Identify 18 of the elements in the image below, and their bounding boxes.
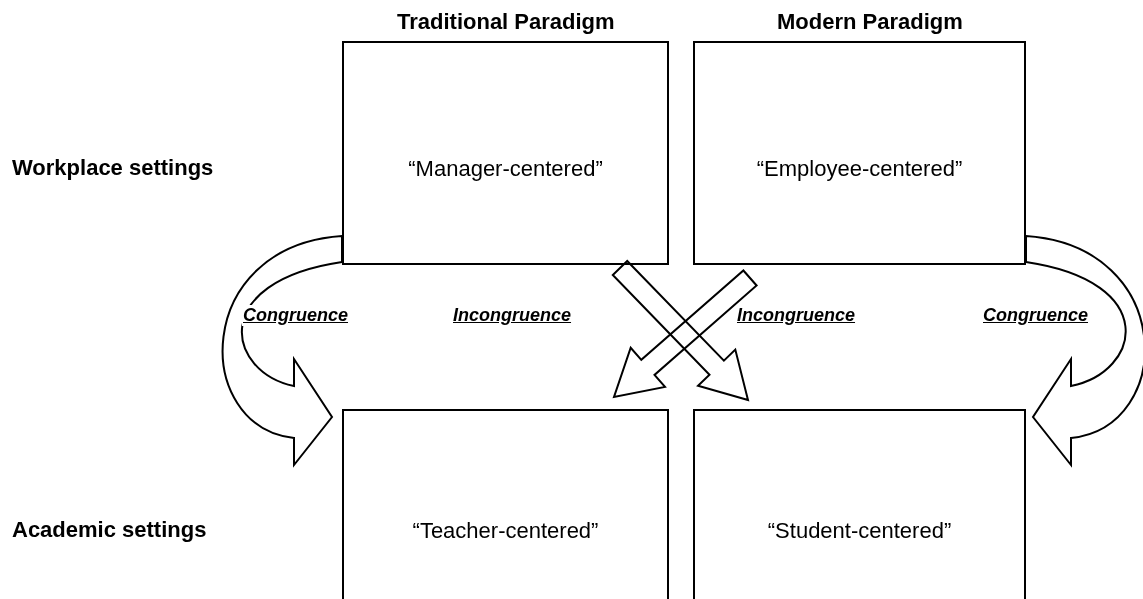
row-heading: Academic settings: [12, 517, 207, 543]
block-arrow: [222, 235, 343, 466]
row-heading: Workplace settings: [12, 155, 214, 181]
paradigm-box: [693, 409, 1026, 599]
paradigm-box: [342, 409, 669, 599]
arrow-caption: Congruence: [242, 305, 349, 326]
paradigm-box: [342, 41, 669, 265]
block-arrow: [1025, 235, 1143, 466]
box-text: “Student-centered”: [767, 518, 952, 544]
column-heading: Modern Paradigm: [777, 9, 963, 35]
box-text: “Manager-centered”: [408, 156, 603, 182]
box-text: “Employee-centered”: [756, 156, 963, 182]
column-heading: Traditional Paradigm: [397, 9, 615, 35]
arrow-caption: Incongruence: [736, 305, 857, 326]
paradigm-box: [693, 41, 1026, 265]
arrow-caption: Congruence: [982, 305, 1089, 326]
box-text: “Teacher-centered”: [412, 518, 599, 544]
arrow-caption: Incongruence: [452, 305, 573, 326]
